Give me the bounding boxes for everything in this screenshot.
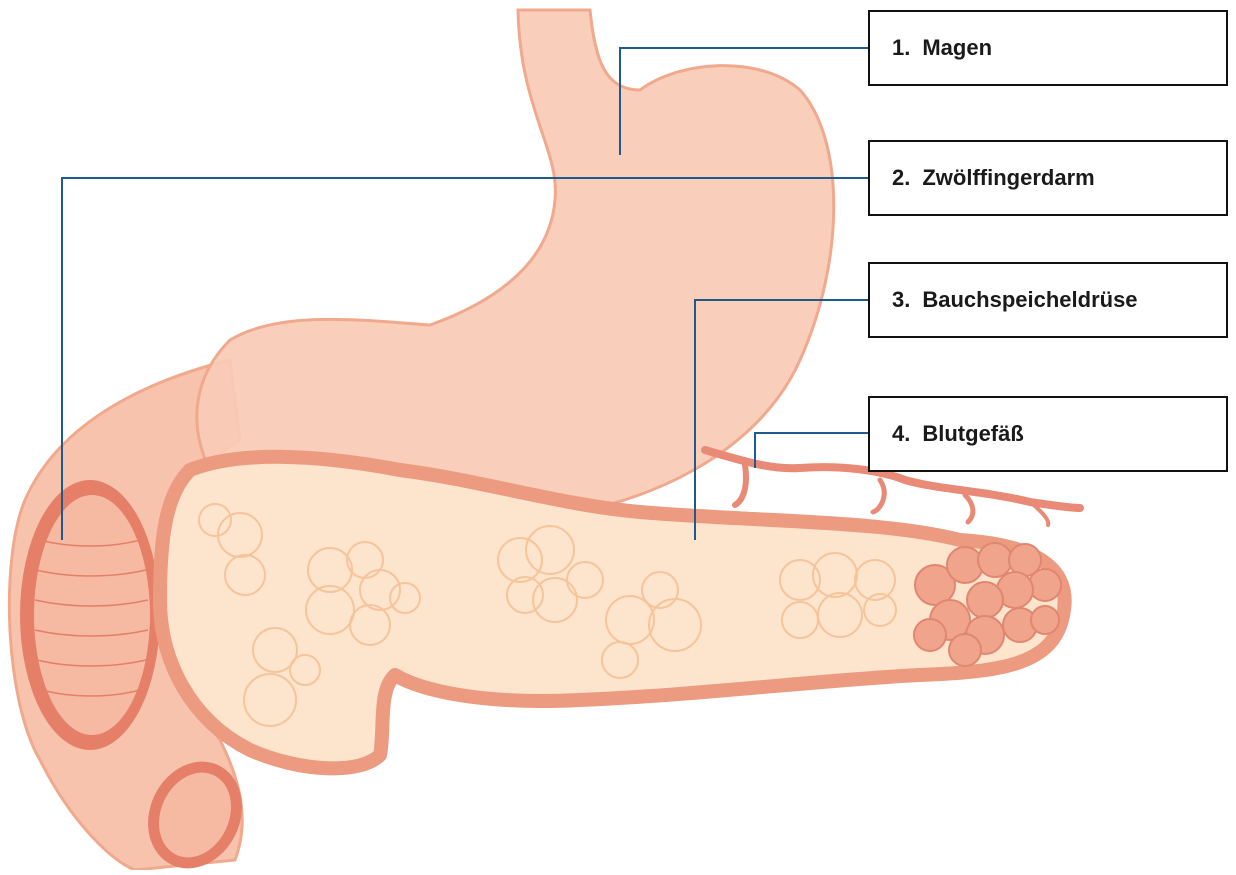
label-text: Bauchspeicheldrüse (922, 287, 1137, 313)
stomach (197, 10, 834, 522)
label-number: 1. (892, 35, 910, 61)
label-box-bauchspeicheldruese: 3. Bauchspeicheldrüse (868, 262, 1228, 338)
label-number: 2. (892, 165, 910, 191)
pancreas (160, 457, 1065, 769)
label-text: Blutgefäß (922, 421, 1023, 447)
label-box-magen: 1. Magen (868, 10, 1228, 86)
label-box-blutgefaess: 4. Blutgefäß (868, 396, 1228, 472)
label-number: 4. (892, 421, 910, 447)
label-box-zwoelffingerdarm: 2. Zwölffingerdarm (868, 140, 1228, 216)
label-text: Magen (922, 35, 992, 61)
label-number: 3. (892, 287, 910, 313)
label-text: Zwölffingerdarm (922, 165, 1094, 191)
